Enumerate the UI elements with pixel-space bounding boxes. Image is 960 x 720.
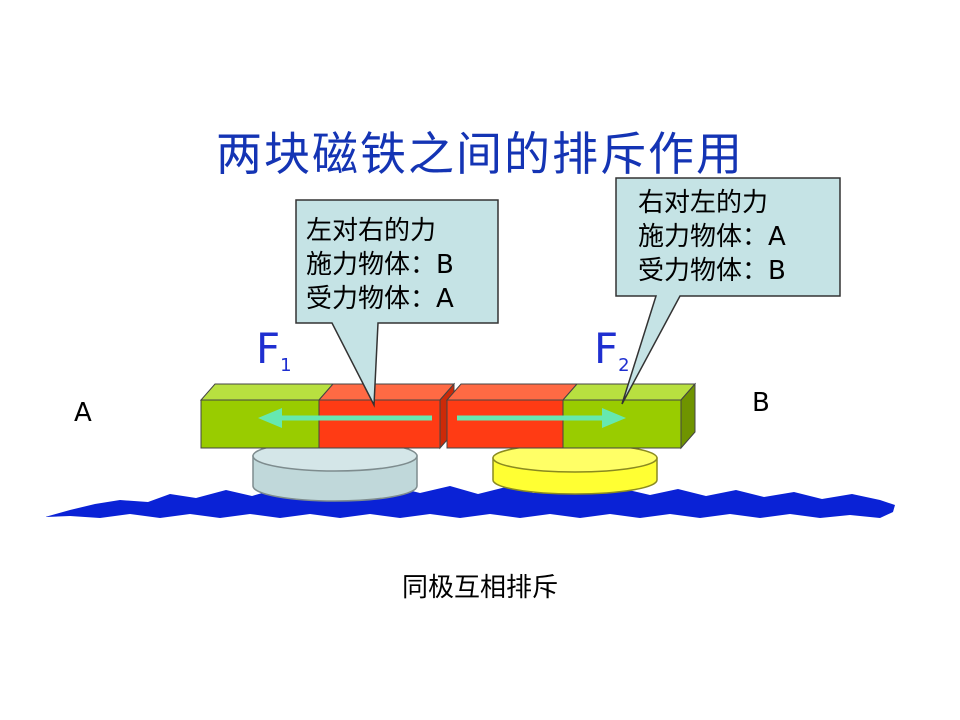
object-label-b: B — [752, 388, 770, 418]
force-arrow-f1 — [258, 408, 432, 428]
callout-left-bubble — [295, 199, 499, 408]
force-label-f1: F1 — [256, 328, 292, 375]
force-label-f2: F2 — [594, 328, 630, 375]
magnet-b — [445, 382, 697, 450]
page-title: 两块磁铁之间的排斥作用 — [216, 127, 744, 181]
force-arrow-f2 — [457, 408, 626, 428]
callout-left-text: 左对右的力 施力物体：B 受力物体：A — [306, 214, 454, 316]
force-subscript: 1 — [280, 355, 292, 376]
callout-right-text: 右对左的力 施力物体：A 受力物体：B — [638, 186, 786, 288]
callout-left-line: 受力物体：A — [306, 284, 454, 314]
force-subscript: 2 — [618, 355, 630, 376]
water-surface — [45, 486, 895, 518]
left-float-base — [252, 440, 418, 502]
force-letter: F — [256, 324, 281, 373]
magnet-a — [199, 382, 456, 450]
force-letter: F — [594, 324, 619, 373]
callout-right-bubble — [615, 177, 841, 405]
right-float-base — [492, 443, 658, 495]
caption: 同极互相排斥 — [401, 573, 558, 603]
callout-right-line: 施力物体：A — [638, 222, 786, 252]
callout-left-line: 施力物体：B — [306, 250, 454, 280]
callout-right-line: 右对左的力 — [638, 188, 769, 218]
callout-left-line: 左对右的力 — [306, 216, 437, 246]
object-label-a: A — [74, 398, 92, 428]
callout-right-line: 受力物体：B — [638, 256, 786, 286]
